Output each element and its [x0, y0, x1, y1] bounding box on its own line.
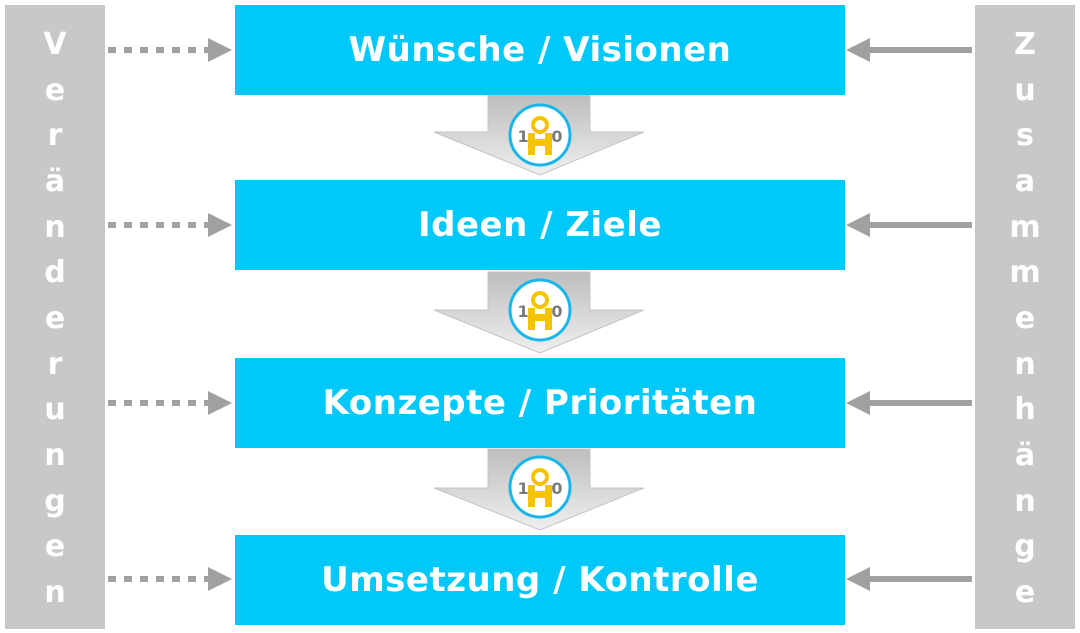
left-bar-letter: n — [44, 437, 66, 473]
right-bar-letter: e — [1014, 574, 1036, 610]
person-logo-icon — [508, 455, 572, 519]
left-bar-letter: V — [43, 27, 67, 62]
left-bar-letter: u — [44, 392, 66, 428]
right-bar-letter: n — [1014, 483, 1036, 519]
solid-arrow — [846, 567, 972, 591]
right-bar-letter: ä — [1014, 437, 1036, 473]
left-bar-letter: e — [44, 72, 66, 108]
right-bar-letter: g — [1014, 529, 1036, 565]
left-bar-letter: ä — [44, 163, 66, 199]
left-bar-letter: e — [44, 300, 66, 336]
left-bar-letter: d — [44, 255, 66, 291]
right-bar-letter: m — [1009, 209, 1041, 245]
down-arrow — [433, 448, 645, 531]
solid-arrow — [846, 213, 972, 237]
stage-box-wuensche: Wünsche / Visionen — [235, 5, 845, 95]
down-arrow — [433, 271, 645, 354]
dotted-arrows-left — [108, 38, 232, 591]
right-bar-letter: u — [1014, 72, 1036, 108]
right-bar-letter: n — [1014, 346, 1036, 382]
person-logo-icon — [508, 103, 572, 167]
dotted-arrow — [108, 391, 232, 415]
dotted-arrow — [108, 567, 232, 591]
right-bar-letter: Z — [1014, 27, 1036, 62]
dotted-arrow — [108, 38, 232, 62]
solid-arrow — [846, 391, 972, 415]
stage-box-ideen: Ideen / Ziele — [235, 180, 845, 270]
stage-box-konzepte: Konzepte / Prioritäten — [235, 358, 845, 448]
dotted-arrow — [108, 213, 232, 237]
left-bar-letter: r — [47, 118, 63, 154]
right-bar-letter: e — [1014, 300, 1036, 336]
right-bar-letter: h — [1014, 392, 1036, 428]
right-bar-letter: m — [1009, 255, 1041, 291]
stage-box-umsetzung: Umsetzung / Kontrolle — [235, 535, 845, 625]
solid-arrows-right — [846, 38, 972, 591]
right-bar-letter: s — [1016, 118, 1034, 154]
left-bar-letter: e — [44, 529, 66, 565]
right-bar-letter: a — [1014, 163, 1036, 199]
down-arrow — [433, 94, 645, 176]
left-bar-letter: g — [44, 483, 66, 519]
person-logo-icon — [508, 278, 572, 342]
left-bar-letter: r — [47, 346, 63, 382]
left-bar-letter: n — [44, 574, 66, 610]
solid-arrow — [846, 38, 972, 62]
left-bar-letter: n — [44, 209, 66, 245]
